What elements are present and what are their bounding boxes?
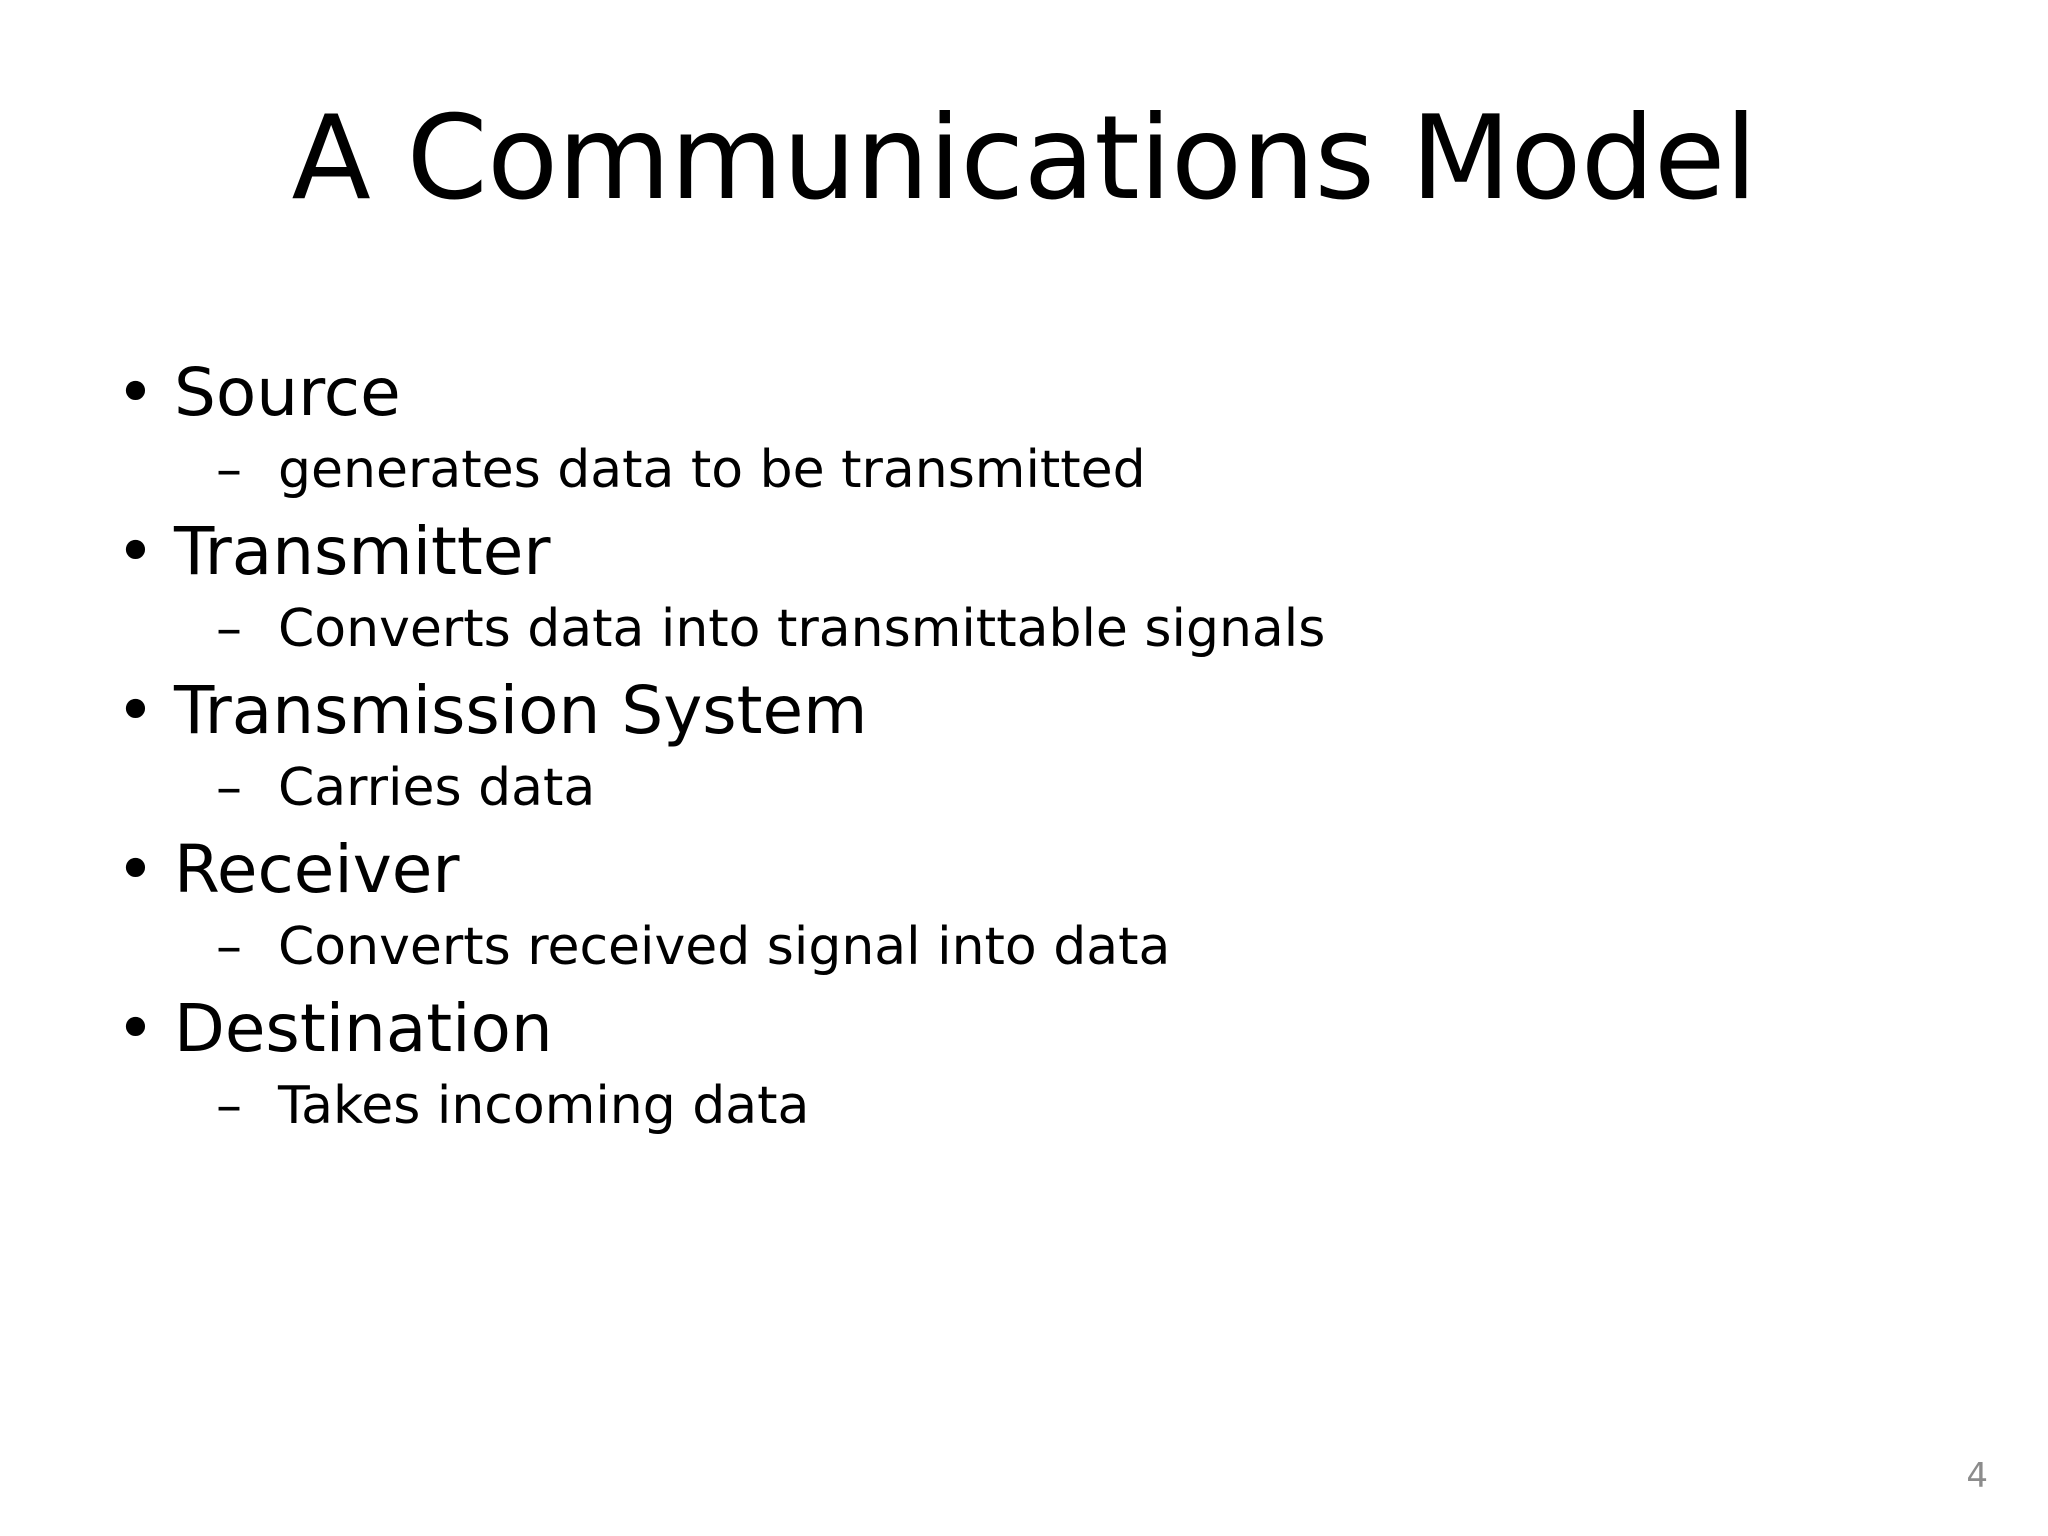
sub-bullet-label-source-1: generates data to be transmitted [278, 439, 1146, 500]
list-item[interactable]: – Carries data [112, 754, 1942, 823]
page-number: 4 [1966, 1456, 1988, 1496]
bullet-dash-icon: – [216, 757, 242, 818]
list-item[interactable]: • Source [112, 350, 1942, 436]
list-item[interactable]: – Converts received signal into data [112, 913, 1942, 982]
page-title: A Communications Model [291, 91, 1757, 226]
bullet-dot-icon: • [116, 830, 155, 908]
list-item[interactable]: – generates data to be transmitted [112, 436, 1942, 505]
bullet-dot-icon: • [116, 989, 155, 1067]
list-item[interactable]: • Destination [112, 986, 1942, 1072]
bullet-dot-icon: • [116, 354, 155, 431]
list-item[interactable]: – Takes incoming data [112, 1072, 1942, 1141]
sub-bullet-label-receiver-1: Converts received signal into data [278, 916, 1171, 977]
slide-body-content: • Source – generates data to be transmit… [112, 350, 1942, 1145]
list-item[interactable]: • Transmission System [112, 668, 1942, 754]
bullet-dot-icon: • [116, 512, 155, 590]
bullet-dash-icon: – [216, 439, 242, 500]
sub-bullet-label-destination-1: Takes incoming data [278, 1075, 810, 1136]
bullet-group-transmitter: • Transmitter – Converts data into trans… [112, 509, 1942, 664]
bullet-label-transmitter: Transmitter [174, 512, 551, 590]
bullet-label-receiver: Receiver [174, 830, 460, 908]
bullet-label-destination: Destination [174, 989, 553, 1067]
bullet-dash-icon: – [216, 598, 242, 659]
bullet-dash-icon: – [216, 916, 242, 977]
bullet-label-transmission-system: Transmission System [174, 671, 868, 749]
sub-bullet-label-transmission-system-1: Carries data [278, 757, 596, 818]
bullet-group-receiver: • Receiver – Converts received signal in… [112, 827, 1942, 982]
bullet-dash-icon: – [216, 1075, 242, 1136]
sub-bullet-label-transmitter-1: Converts data into transmittable signals [278, 598, 1326, 659]
bullet-dot-icon: • [116, 671, 155, 749]
list-item[interactable]: • Transmitter [112, 509, 1942, 595]
bullet-group-destination: • Destination – Takes incoming data [112, 986, 1942, 1141]
list-item[interactable]: • Receiver [112, 827, 1942, 913]
bullet-label-source: Source [174, 354, 401, 431]
bullet-group-source: • Source – generates data to be transmit… [112, 350, 1942, 505]
list-item[interactable]: – Converts data into transmittable signa… [112, 595, 1942, 664]
bullet-group-transmission-system: • Transmission System – Carries data [112, 668, 1942, 823]
